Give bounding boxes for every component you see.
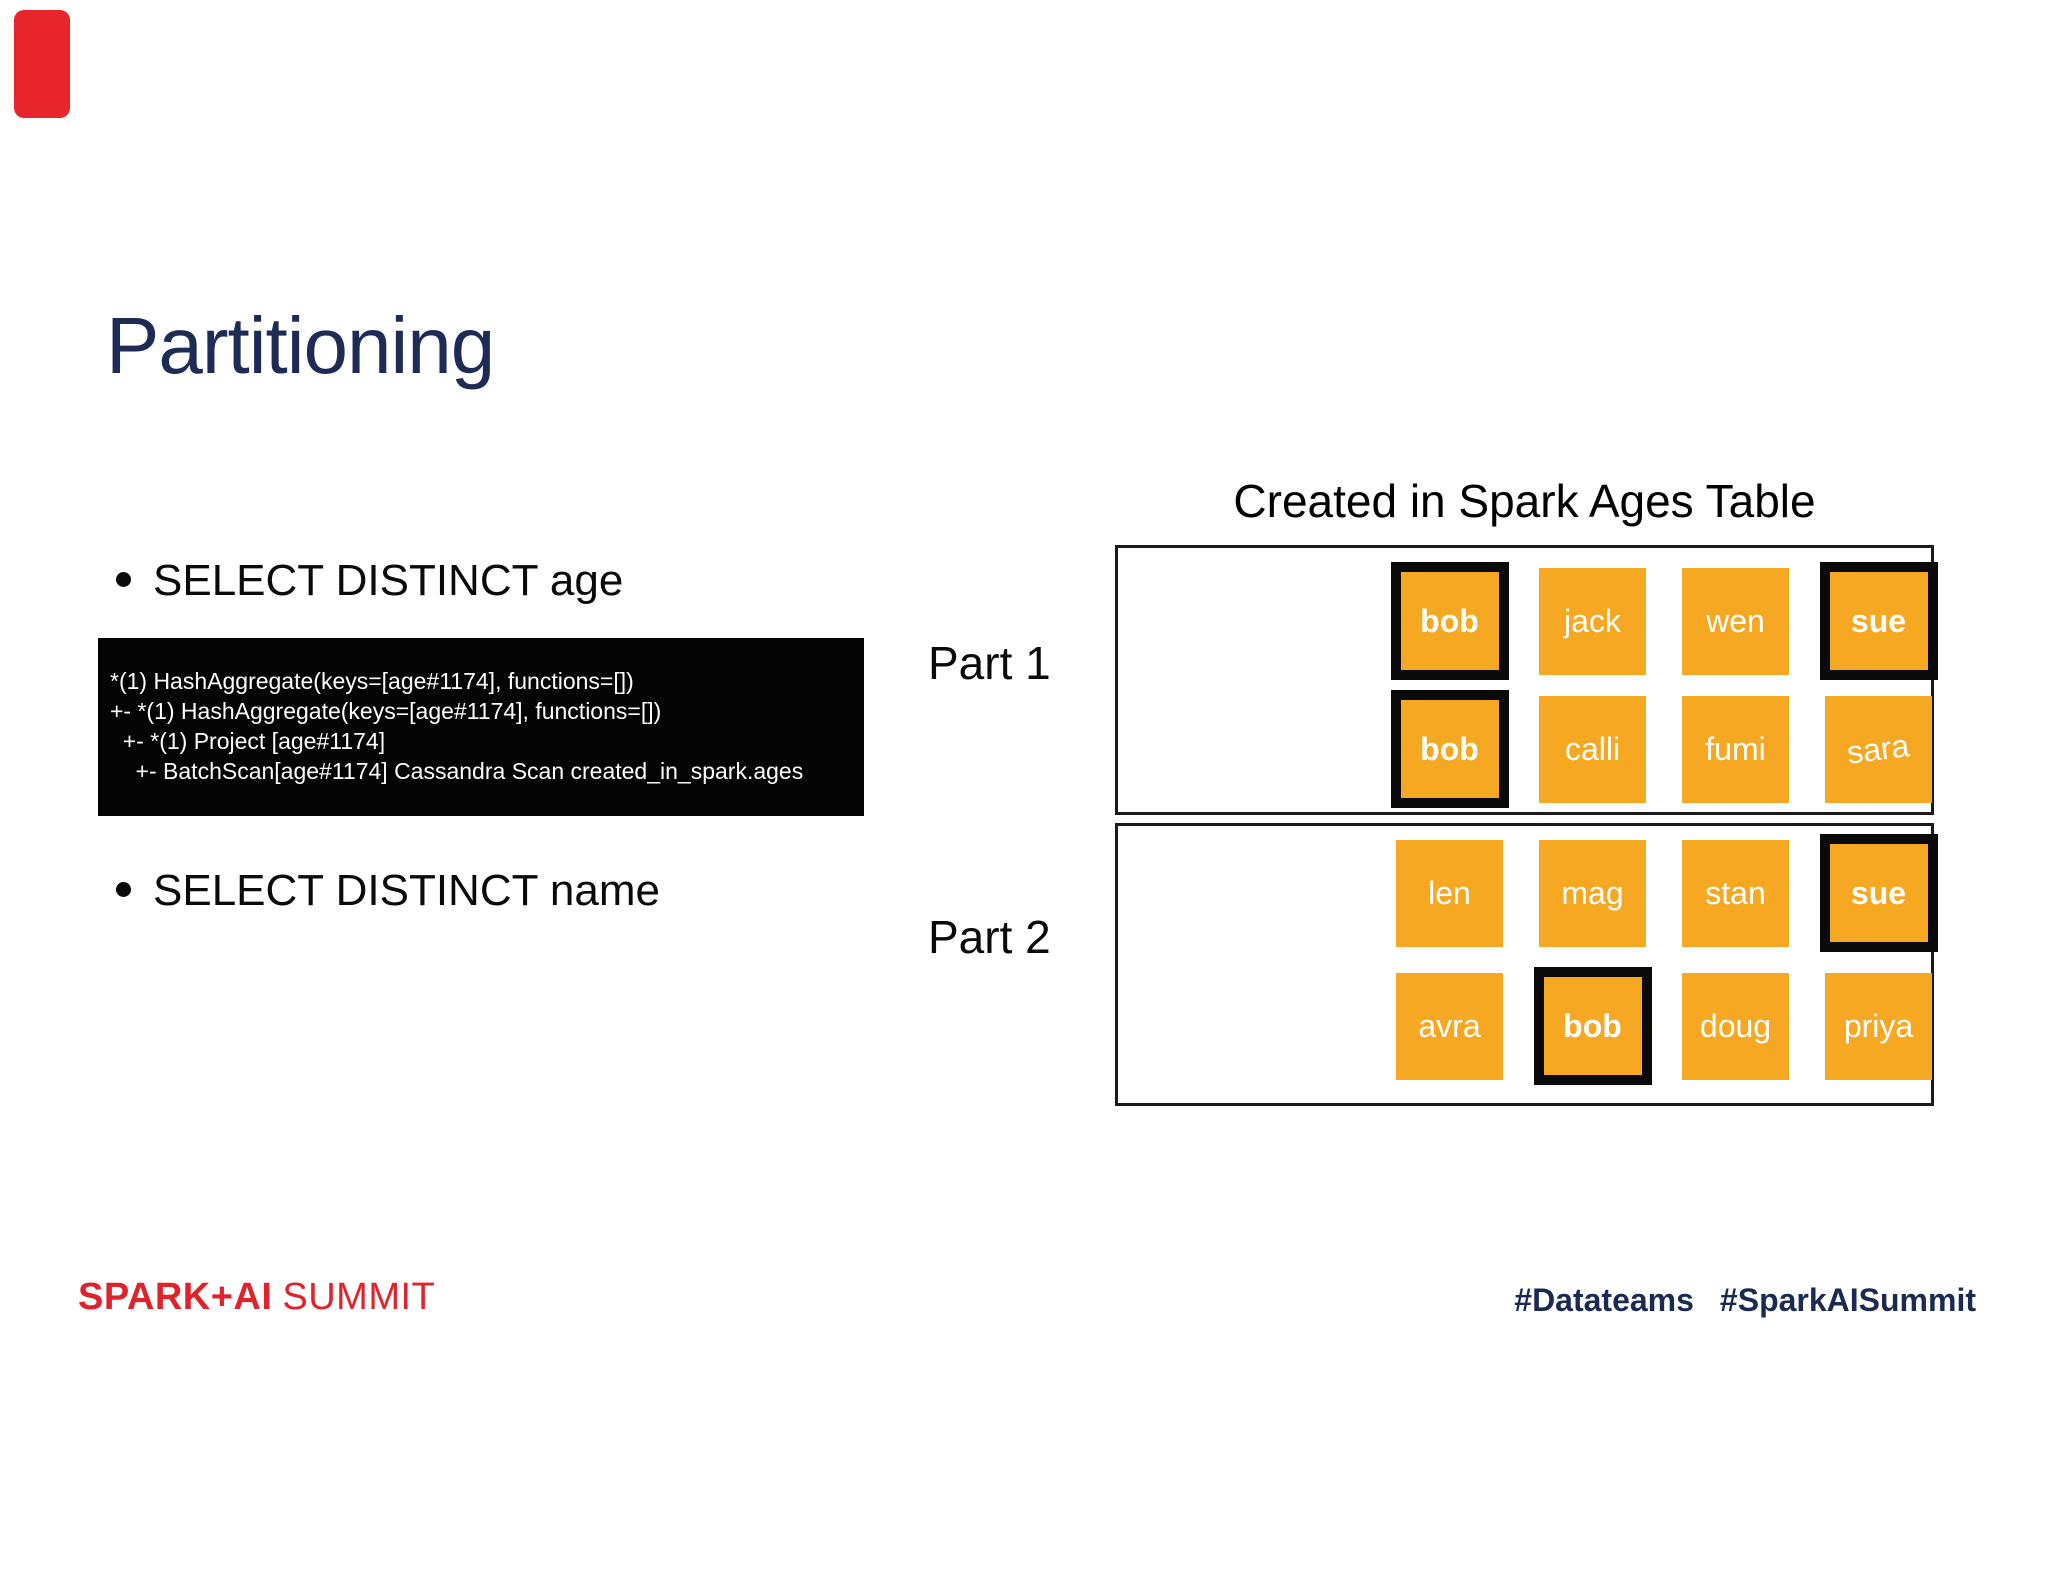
cell-name-label: priya [1843,1007,1914,1044]
hashtag-sparkaisummit: #SparkAISummit [1719,1282,1976,1318]
hashtag-datateams: #Datateams [1514,1282,1694,1318]
cell-slot: priya [1807,967,1950,1085]
cell-name-label: avra [1418,1007,1481,1044]
cell-row: len mag stan sue [1378,834,1950,952]
cell-row: bob jack wen sue [1378,562,1950,680]
bullet-dot-icon [116,882,131,897]
partition-cell-bob: bob [1390,562,1509,680]
partition-cell-fumi: fumi [1682,695,1789,803]
cell-slot: wen [1664,562,1807,680]
partition-cell-priya: priya [1825,972,1932,1080]
partition-cell-doug: doug [1682,972,1789,1080]
partition-cell-calli: calli [1539,695,1646,803]
cell-slot: doug [1664,967,1807,1085]
partition-cell-bob: bob [1533,967,1652,1085]
footer-hashtags: #Datateams #SparkAISummit [1514,1282,1976,1319]
partition-cell-sue: sue [1819,562,1938,680]
cell-name-label: len [1428,874,1471,911]
cell-name-label: sue [1850,602,1907,639]
code-line: +- *(1) HashAggregate(keys=[age#1174], f… [110,698,662,724]
part-1-label: Part 1 [928,637,1051,689]
partition-cell-sue: sue [1819,834,1938,952]
bullet-select-distinct-name: SELECT DISTINCT name [116,866,660,916]
cell-slot: fumi [1664,690,1807,808]
partition-1-box: bob jack wen sue bob calli fumi sara [1115,545,1938,815]
cell-slot: avra [1378,967,1521,1085]
cell-slot: len [1378,834,1521,952]
code-line: +- BatchScan[age#1174] Cassandra Scan cr… [110,758,804,784]
partition-cell-avra: avra [1396,972,1503,1080]
bullet-dot-icon [116,572,131,587]
cell-name-label: wen [1706,602,1765,639]
cell-slot: bob [1521,967,1664,1085]
cell-slot: sue [1807,562,1950,680]
cell-name-label: jack [1564,602,1621,639]
bullet-select-distinct-age: SELECT DISTINCT age [116,556,623,606]
cell-slot: sue [1807,834,1950,952]
part-2-label: Part 2 [928,911,1051,963]
cell-name-label: stan [1705,874,1766,911]
slide-title: Partitioning [106,301,495,390]
spark-plan-code-block: *(1) HashAggregate(keys=[age#1174], func… [98,638,864,816]
cell-slot: jack [1521,562,1664,680]
cell-slot: mag [1521,834,1664,952]
cell-name-label: bob [1420,730,1479,767]
partition-cell-mag: mag [1539,839,1646,947]
partition-cell-jack: jack [1539,567,1646,675]
bullet-text: SELECT DISTINCT age [153,556,624,605]
cell-slot: sara [1807,690,1950,808]
bullet-text: SELECT DISTINCT name [153,866,660,915]
partition-cell-stan: stan [1682,839,1789,947]
cell-name-label: bob [1420,602,1479,639]
cell-row: avra bob doug priya [1378,967,1950,1085]
partition-cell-wen: wen [1682,567,1789,675]
cell-name-label: bob [1563,1007,1622,1044]
cell-row: bob calli fumi sara [1378,690,1950,808]
red-corner-badge [14,10,70,118]
cell-name-label: calli [1564,730,1621,767]
partition-cell-sara: sara [1825,695,1932,803]
ages-table-heading: Created in Spark Ages Table [1233,475,1816,527]
cell-slot: bob [1378,690,1521,808]
partition-cell-len: len [1396,839,1503,947]
cell-slot: calli [1521,690,1664,808]
cell-name-label: sue [1850,874,1907,911]
cell-name-label: mag [1561,874,1624,911]
cell-slot: stan [1664,834,1807,952]
code-line: *(1) HashAggregate(keys=[age#1174], func… [110,668,634,694]
code-line: +- *(1) Project [age#1174] [110,728,386,754]
logo-secondary-text: SUMMIT [282,1276,436,1318]
cell-slot: bob [1378,562,1521,680]
cell-name-label: doug [1699,1007,1772,1044]
cell-name-label: fumi [1705,730,1766,767]
logo-primary-text: SPARK+AI [78,1276,273,1318]
cell-name-label: sara [1845,726,1912,771]
partition-2-box: len mag stan sue avra bob doug priya [1115,823,1938,1106]
partition-cell-bob: bob [1390,690,1509,808]
